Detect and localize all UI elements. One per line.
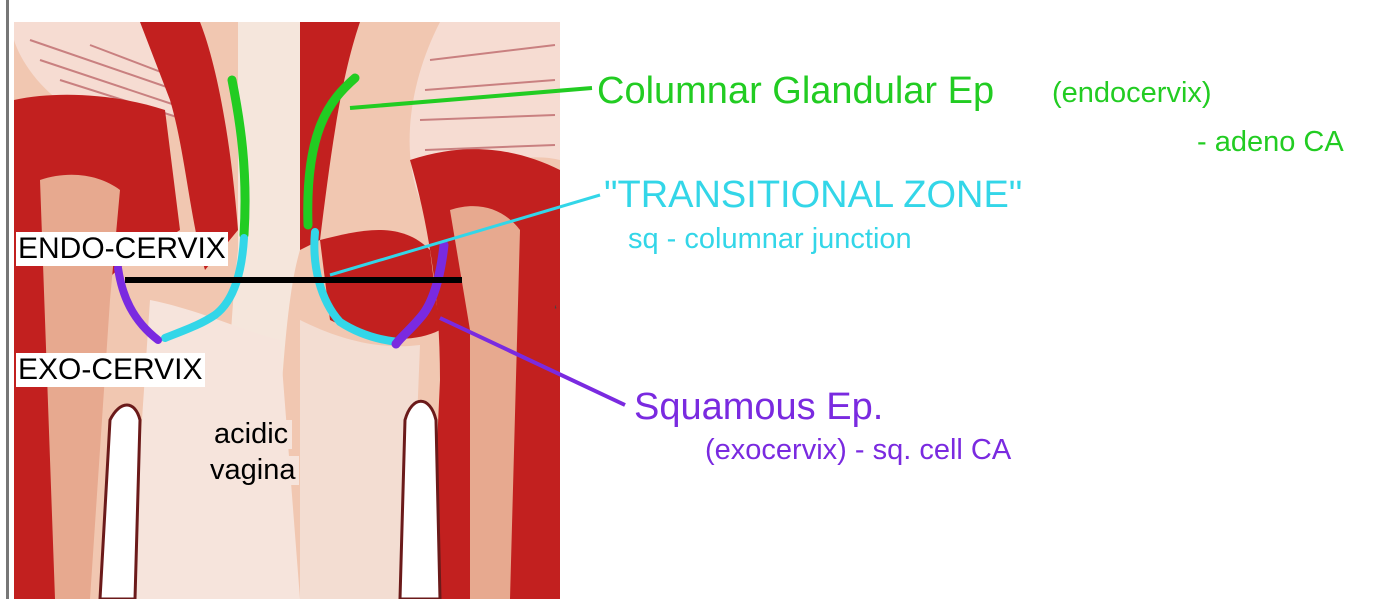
exo-cervix-label: EXO-CERVIX — [16, 353, 205, 387]
vagina-label-line2: vagina — [206, 456, 299, 485]
right-vaginal-fold — [400, 401, 440, 599]
left-border — [6, 0, 9, 599]
transitional-zone-title: "TRANSITIONAL ZONE" — [604, 176, 1022, 214]
columnar-epithelium-location: (endocervix) — [1052, 79, 1212, 108]
columnar-epithelium-title: Columnar Glandular Ep — [597, 72, 994, 110]
vagina-label-line1: acidic — [210, 420, 292, 449]
squamous-epithelium-title: Squamous Ep. — [634, 388, 883, 426]
columnar-cancer-type: - adeno CA — [1197, 128, 1344, 157]
edge-tick-mark: ‘ — [554, 302, 557, 318]
transitional-zone-subtitle: sq - columnar junction — [628, 225, 912, 254]
squamous-epithelium-subtitle: (exocervix) - sq. cell CA — [705, 436, 1011, 465]
endo-cervix-label: ENDO-CERVIX — [16, 232, 228, 266]
